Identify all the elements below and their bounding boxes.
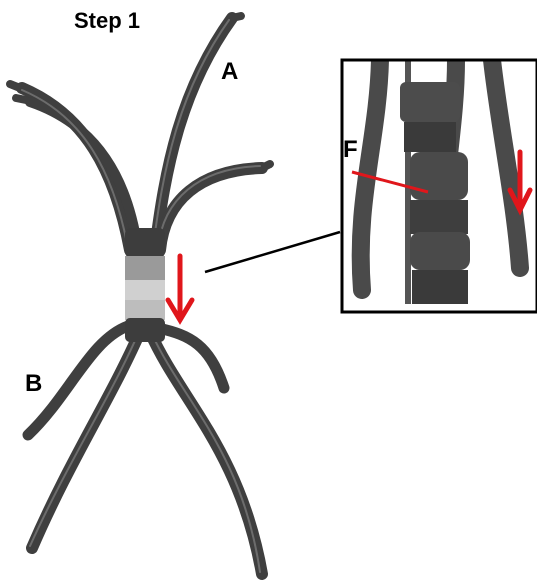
detail-leader-line [205, 232, 340, 272]
center-sleeve [125, 228, 165, 342]
red-down-arrow-icon [168, 256, 192, 320]
lower-leg-right [150, 332, 262, 574]
detail-inset [342, 60, 537, 312]
part-label-f: F [343, 138, 358, 162]
upper-arm-right [160, 168, 262, 250]
